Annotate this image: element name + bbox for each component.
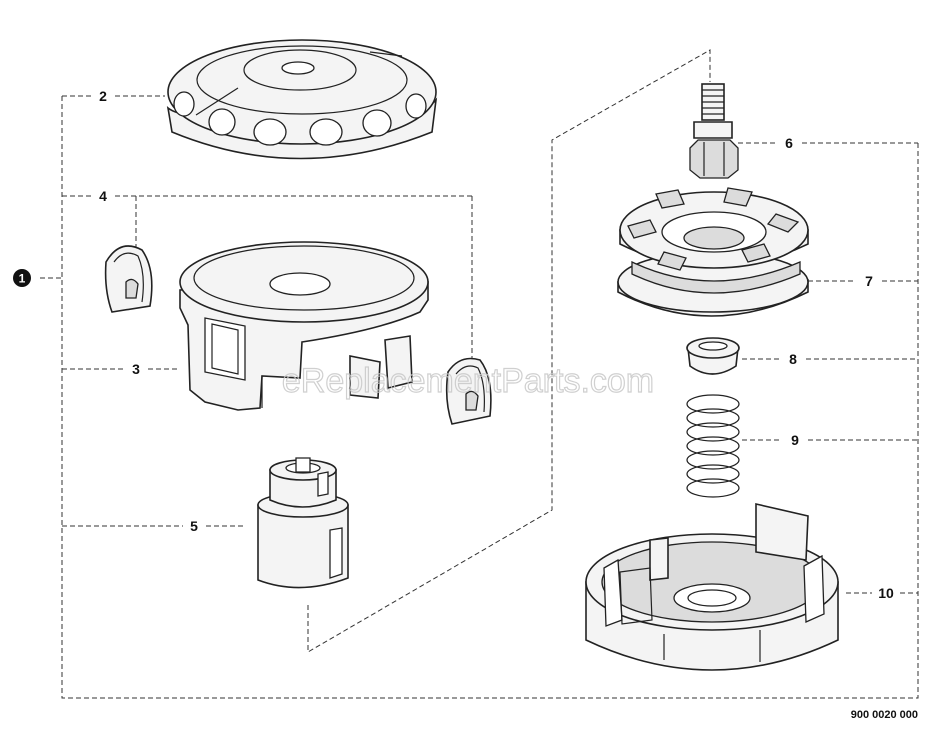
callout-2: 2 [99, 88, 107, 104]
part-3-housing [179, 241, 429, 411]
part-5-adapter [257, 457, 349, 589]
callout-9: 9 [791, 432, 799, 448]
assembly-callout-number: 1 [19, 272, 26, 286]
part-10-base [585, 502, 839, 671]
callout-5: 5 [190, 518, 198, 534]
part-7-spool [617, 187, 809, 317]
callout-6: 6 [785, 135, 793, 151]
callout-8: 8 [789, 351, 797, 367]
part-8-button [686, 337, 740, 375]
document-number: 900 0020 000 [851, 709, 918, 721]
part-4-eyelet-left [104, 245, 153, 313]
part-4-eyelet-right [445, 357, 492, 425]
part-2-cap [166, 39, 438, 160]
leader-lines [40, 49, 919, 699]
callout-7: 7 [865, 273, 873, 289]
watermark: eReplacementParts.com [282, 362, 654, 400]
part-6-bolt [689, 83, 739, 179]
part-9-spring [686, 394, 740, 498]
callout-4: 4 [99, 188, 107, 204]
callout-10: 10 [878, 585, 894, 601]
callout-3: 3 [132, 361, 140, 377]
assembly-callout: 1 [13, 269, 31, 287]
